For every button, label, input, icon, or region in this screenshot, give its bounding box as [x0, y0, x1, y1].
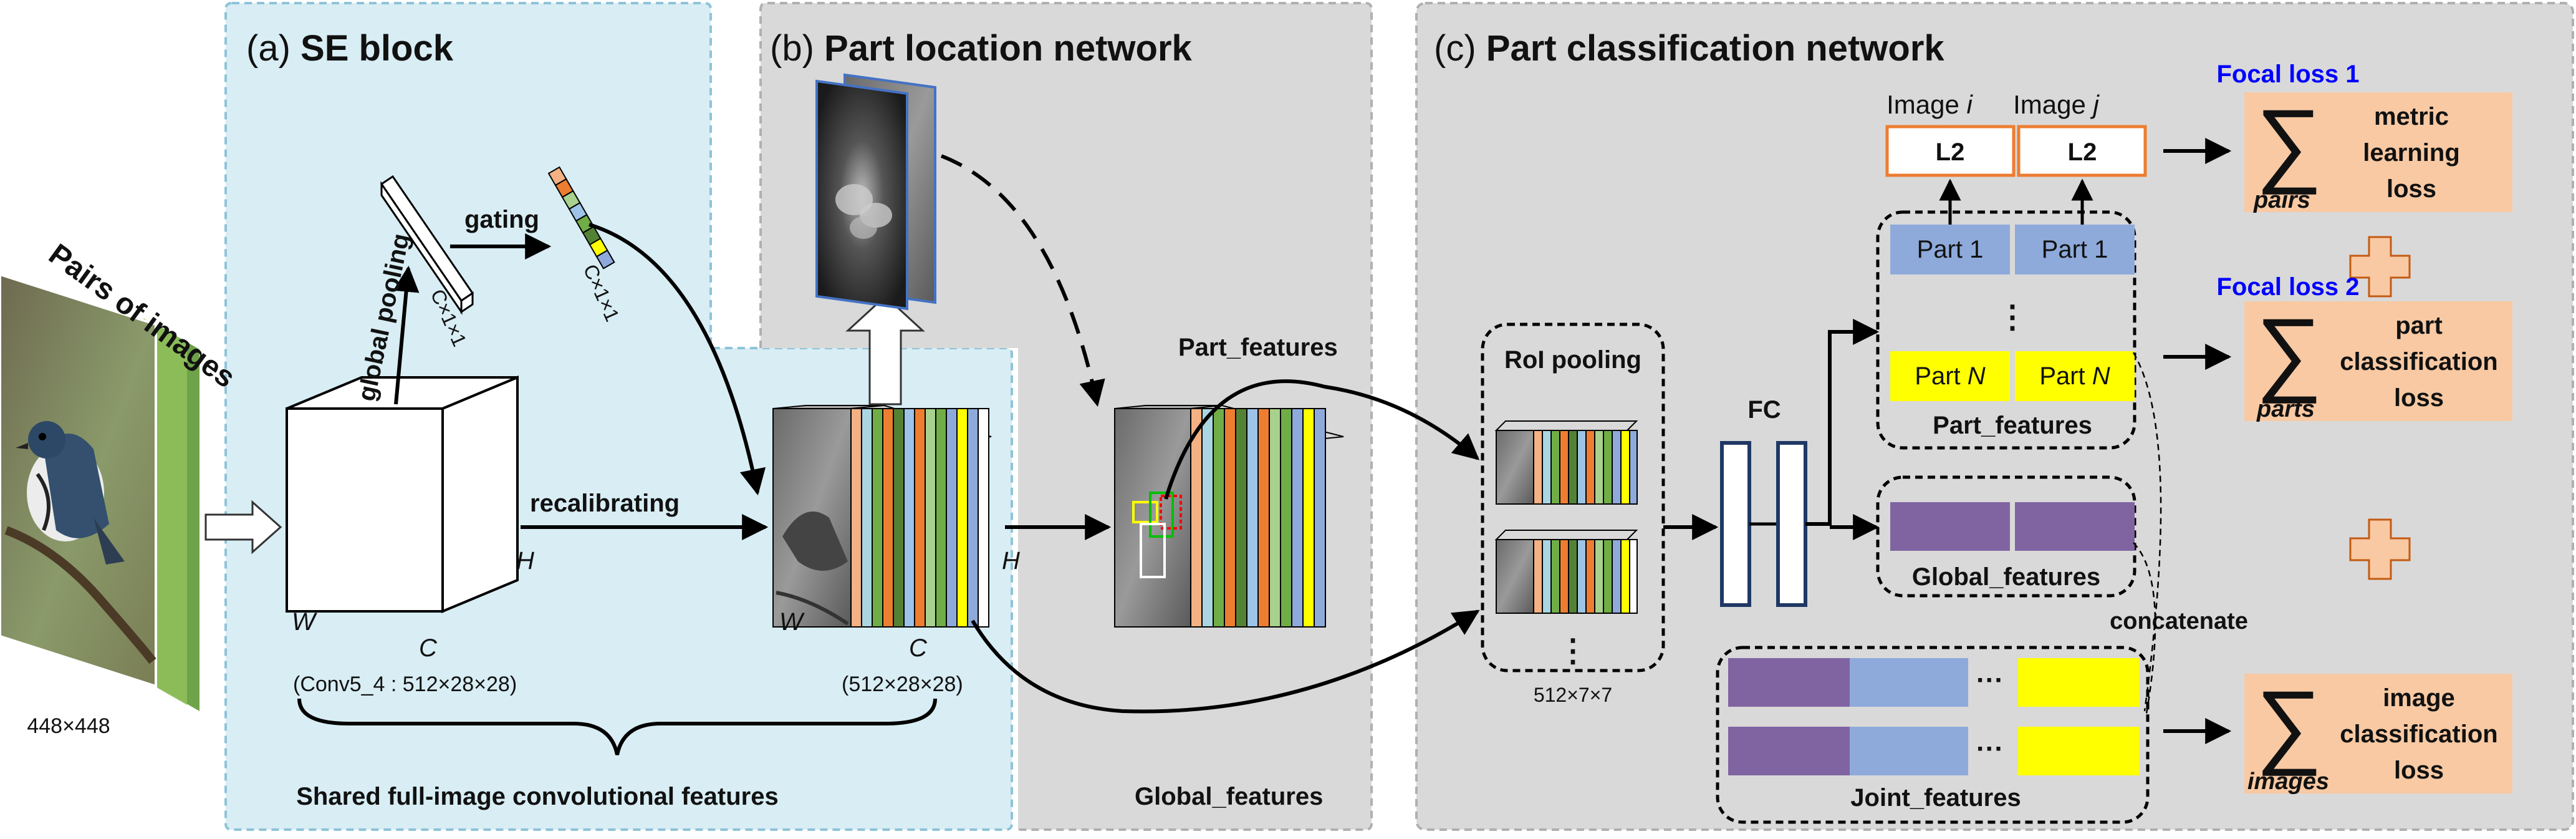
joint-features-group-label: Joint_features	[1850, 784, 2021, 812]
part-features-label: Part_features	[1178, 334, 1338, 361]
loss1-sigma: ∑	[2256, 90, 2322, 195]
global-cell-j	[2015, 502, 2135, 551]
loss3-line1: image	[2383, 684, 2455, 712]
cube-h-label: H	[516, 547, 534, 575]
loss2-subscript: parts	[2256, 396, 2315, 422]
loss2-line2: classification	[2340, 348, 2497, 376]
joint-features-box	[1716, 646, 2150, 824]
loss2-line1: part	[2395, 312, 2443, 339]
fc-layer-2	[1776, 441, 1807, 607]
concat-curve-global	[2133, 542, 2156, 718]
feature-cube	[286, 376, 519, 613]
recalibrating-curve	[589, 223, 766, 496]
loss1-subscript: pairs	[2253, 187, 2310, 213]
roi-ellipsis: ⋮	[1557, 633, 1588, 668]
attention-arrow	[845, 294, 925, 405]
concatenate-label: concatenate	[2110, 608, 2248, 634]
global-pooling-arrow	[393, 265, 420, 405]
roi-feature-1	[1494, 420, 1638, 505]
fc-label: FC	[1747, 396, 1781, 424]
part-proposal-stack	[1114, 404, 1344, 628]
l2-box-j	[2017, 125, 2147, 177]
stack-h-label: H	[1002, 547, 1020, 575]
input-size-label: 448×448	[27, 714, 110, 738]
pooled-vector	[380, 175, 474, 315]
loss2-line3: loss	[2394, 384, 2444, 412]
concat-curve-parts	[2132, 352, 2162, 712]
stack-dims-label: (512×28×28)	[842, 672, 963, 696]
input-arrow	[204, 500, 282, 555]
partN-label-i: Part N	[1915, 362, 1985, 390]
global-features-group-label: Global_features	[1912, 563, 2100, 591]
partN-cell-i	[1890, 351, 2010, 401]
focal-loss1-label: Focal loss 1	[2217, 61, 2360, 88]
loss2-box	[2244, 301, 2512, 421]
loss3-box	[2244, 674, 2512, 793]
l2-label-j: L2	[2068, 138, 2097, 166]
attention-maps	[815, 73, 936, 311]
cube-w-label: W	[292, 608, 317, 636]
global-features-curve	[971, 609, 1480, 714]
shared-features-brace	[297, 698, 937, 755]
part1-cell-i	[1890, 225, 2010, 274]
loss3-subscript: images	[2247, 769, 2329, 795]
joint-row1-dots: ···	[1976, 665, 2004, 696]
recalibrated-feature-stack	[772, 404, 992, 628]
roi-dims-label: 512×7×7	[1534, 684, 1612, 706]
se-block-title: (a) SE block	[246, 28, 454, 69]
part1-label-i: Part 1	[1917, 236, 1984, 263]
joint-row2-dots: ···	[1976, 734, 2004, 764]
loss3-line2: classification	[2340, 720, 2497, 748]
part-location-title: (b) Part location network	[770, 28, 1193, 69]
shared-features-label: Shared full-image convolutional features	[296, 783, 778, 810]
loss2-sigma: ∑	[2256, 299, 2322, 404]
stack-w-label: W	[779, 608, 805, 636]
partN-cell-j	[2015, 351, 2135, 401]
joint-row1-global	[1728, 658, 1850, 707]
l2-box-i	[1885, 125, 2016, 177]
roi-pooling-label: RoI pooling	[1504, 346, 1641, 374]
partN-label-j: Part N	[2039, 362, 2110, 390]
roi-pooling-box	[1481, 323, 1665, 672]
loss1-box	[2244, 92, 2512, 212]
conv-label: (Conv5_4 : 512×28×28)	[293, 672, 517, 696]
joint-row2-partN	[2018, 727, 2140, 775]
plus-icon-1	[2349, 236, 2411, 298]
focal-loss2-label: Focal loss 2	[2217, 273, 2360, 301]
to-part-features-arrow	[1805, 319, 1880, 526]
joint-row1-partN	[2018, 658, 2140, 707]
fc-layer-1	[1720, 441, 1751, 607]
loss1-line1: metric	[2374, 103, 2449, 130]
l2-label-i: L2	[1936, 138, 1965, 166]
plus-icon-2	[2349, 518, 2411, 580]
gating-label: gating	[464, 206, 539, 233]
loss1-line2: learning	[2363, 139, 2460, 167]
recalibrating-label: recalibrating	[530, 490, 680, 517]
joint-row1-part1	[1850, 658, 1968, 707]
part-classification-title: (c) Part classification network	[1434, 28, 1944, 69]
gate-vector	[547, 166, 615, 269]
loss3-sigma: ∑	[2256, 671, 2322, 776]
stack-c-label: C	[909, 634, 928, 662]
loss3-line3: loss	[2394, 757, 2444, 784]
roi-feature-2	[1494, 530, 1638, 614]
part-features-group-label: Part_features	[1933, 412, 2092, 439]
loss1-line3: loss	[2386, 175, 2436, 203]
global-features-label: Global_features	[1135, 783, 1323, 810]
part-features-box	[1876, 210, 2136, 450]
global-cell-i	[1890, 502, 2010, 551]
image-i-label: Image i	[1886, 90, 1973, 119]
cube-c-label: C	[419, 634, 438, 662]
parts-ellipsis: ⋮	[1997, 299, 2028, 334]
bird-icon	[16, 421, 125, 565]
image-j-label: Image j	[2013, 90, 2100, 119]
joint-row2-global	[1728, 727, 1850, 775]
part1-cell-j	[2015, 225, 2135, 274]
joint-row2-part1	[1850, 727, 1968, 775]
attention-dashed-arrow	[940, 154, 1105, 407]
part-features-curve	[1164, 379, 1480, 500]
part1-label-j: Part 1	[2042, 236, 2108, 263]
input-image-stack	[0, 273, 199, 711]
